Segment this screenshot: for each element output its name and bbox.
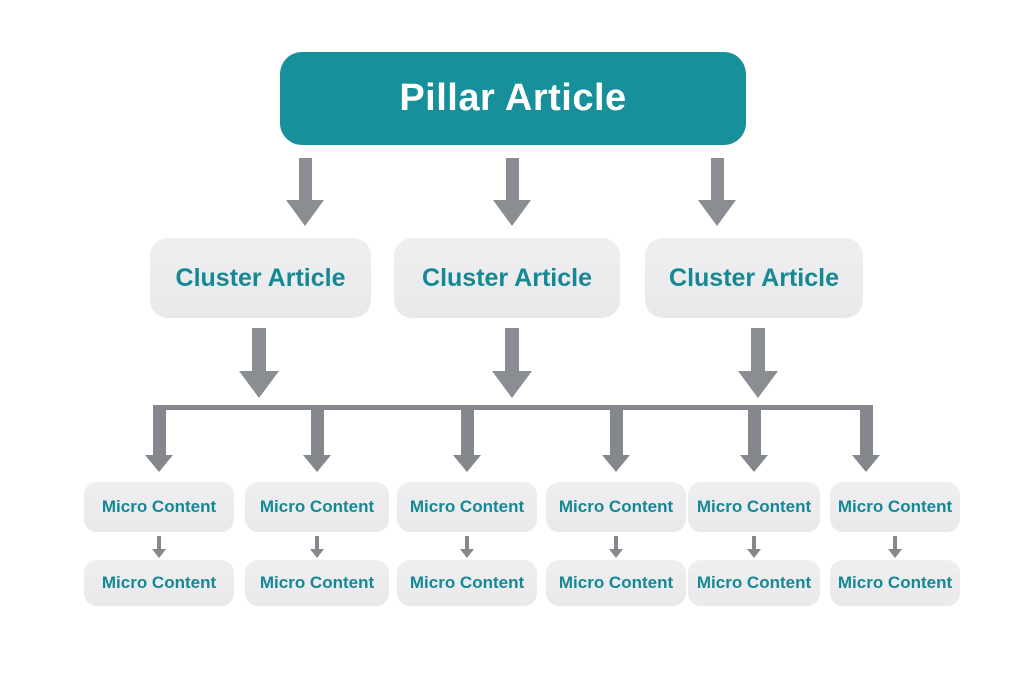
arrow-shaft <box>747 405 761 455</box>
micro-content-node: Micro Content <box>830 560 960 606</box>
cluster-article-label: Cluster Article <box>669 263 839 292</box>
down-arrow-icon <box>698 158 736 226</box>
micro-content-node: Micro Content <box>397 560 537 606</box>
down-arrow-connector-icon <box>145 405 173 472</box>
micro-content-label: Micro Content <box>409 573 525 592</box>
arrow-head <box>493 200 531 226</box>
down-arrow-icon <box>493 158 531 226</box>
arrow-shaft <box>751 328 765 371</box>
pillar-article-node: Pillar Article <box>280 52 746 145</box>
small-down-arrow-icon <box>460 536 474 558</box>
micro-content-label: Micro Content <box>259 573 375 592</box>
arrow-head <box>888 549 902 558</box>
arrow-shaft <box>859 405 873 455</box>
micro-content-node: Micro Content <box>688 560 820 606</box>
micro-content-node: Micro Content <box>245 482 389 532</box>
pillar-article-label: Pillar Article <box>399 77 627 119</box>
micro-content-node: Micro Content <box>688 482 820 532</box>
arrow-head <box>747 549 761 558</box>
branch-line-connector <box>153 405 873 410</box>
cluster-article-label: Cluster Article <box>175 263 346 292</box>
arrow-shaft <box>298 158 312 200</box>
arrow-shaft <box>614 536 618 549</box>
micro-content-label: Micro Content <box>558 573 674 592</box>
down-arrow-icon <box>492 328 532 398</box>
small-down-arrow-icon <box>310 536 324 558</box>
arrow-head <box>303 455 331 472</box>
arrow-shaft <box>152 405 166 455</box>
micro-content-label: Micro Content <box>259 497 375 516</box>
arrow-head <box>698 200 736 226</box>
arrow-head <box>286 200 324 226</box>
down-arrow-icon <box>286 158 324 226</box>
arrow-shaft <box>893 536 897 549</box>
down-arrow-icon <box>239 328 279 398</box>
small-down-arrow-icon <box>152 536 166 558</box>
micro-content-label: Micro Content <box>558 497 674 516</box>
arrow-head <box>453 455 481 472</box>
arrow-shaft <box>315 536 319 549</box>
arrow-shaft <box>609 405 623 455</box>
arrow-shaft <box>460 405 474 455</box>
arrow-head <box>310 549 324 558</box>
down-arrow-connector-icon <box>852 405 880 472</box>
arrow-head <box>145 455 173 472</box>
micro-content-node: Micro Content <box>84 560 234 606</box>
micro-content-node: Micro Content <box>84 482 234 532</box>
down-arrow-connector-icon <box>602 405 630 472</box>
arrow-head <box>492 371 532 398</box>
down-arrow-connector-icon <box>303 405 331 472</box>
arrow-shaft <box>310 405 324 455</box>
arrow-head <box>852 455 880 472</box>
arrow-head <box>239 371 279 398</box>
arrow-shaft <box>465 536 469 549</box>
arrow-head <box>152 549 166 558</box>
arrow-head <box>740 455 768 472</box>
arrow-head <box>609 549 623 558</box>
arrow-head <box>460 549 474 558</box>
micro-content-node: Micro Content <box>397 482 537 532</box>
micro-content-label: Micro Content <box>837 497 953 516</box>
arrow-shaft <box>752 536 756 549</box>
micro-content-node: Micro Content <box>546 560 686 606</box>
small-down-arrow-icon <box>888 536 902 558</box>
arrow-shaft <box>505 328 519 371</box>
down-arrow-connector-icon <box>453 405 481 472</box>
cluster-article-node: Cluster Article <box>150 238 371 318</box>
arrow-shaft <box>252 328 266 371</box>
arrow-head <box>602 455 630 472</box>
micro-content-label: Micro Content <box>101 573 217 592</box>
micro-content-label: Micro Content <box>696 573 812 592</box>
micro-content-label: Micro Content <box>696 497 812 516</box>
micro-content-node: Micro Content <box>830 482 960 532</box>
cluster-article-node: Cluster Article <box>645 238 863 318</box>
arrow-shaft <box>157 536 161 549</box>
micro-content-node: Micro Content <box>546 482 686 532</box>
arrow-shaft <box>505 158 519 200</box>
cluster-article-node: Cluster Article <box>394 238 620 318</box>
micro-content-label: Micro Content <box>409 497 525 516</box>
micro-content-label: Micro Content <box>101 497 217 516</box>
down-arrow-connector-icon <box>740 405 768 472</box>
micro-content-label: Micro Content <box>837 573 953 592</box>
down-arrow-icon <box>738 328 778 398</box>
small-down-arrow-icon <box>609 536 623 558</box>
arrow-shaft <box>710 158 724 200</box>
small-down-arrow-icon <box>747 536 761 558</box>
cluster-article-label: Cluster Article <box>422 263 592 292</box>
micro-content-node: Micro Content <box>245 560 389 606</box>
arrow-head <box>738 371 778 398</box>
